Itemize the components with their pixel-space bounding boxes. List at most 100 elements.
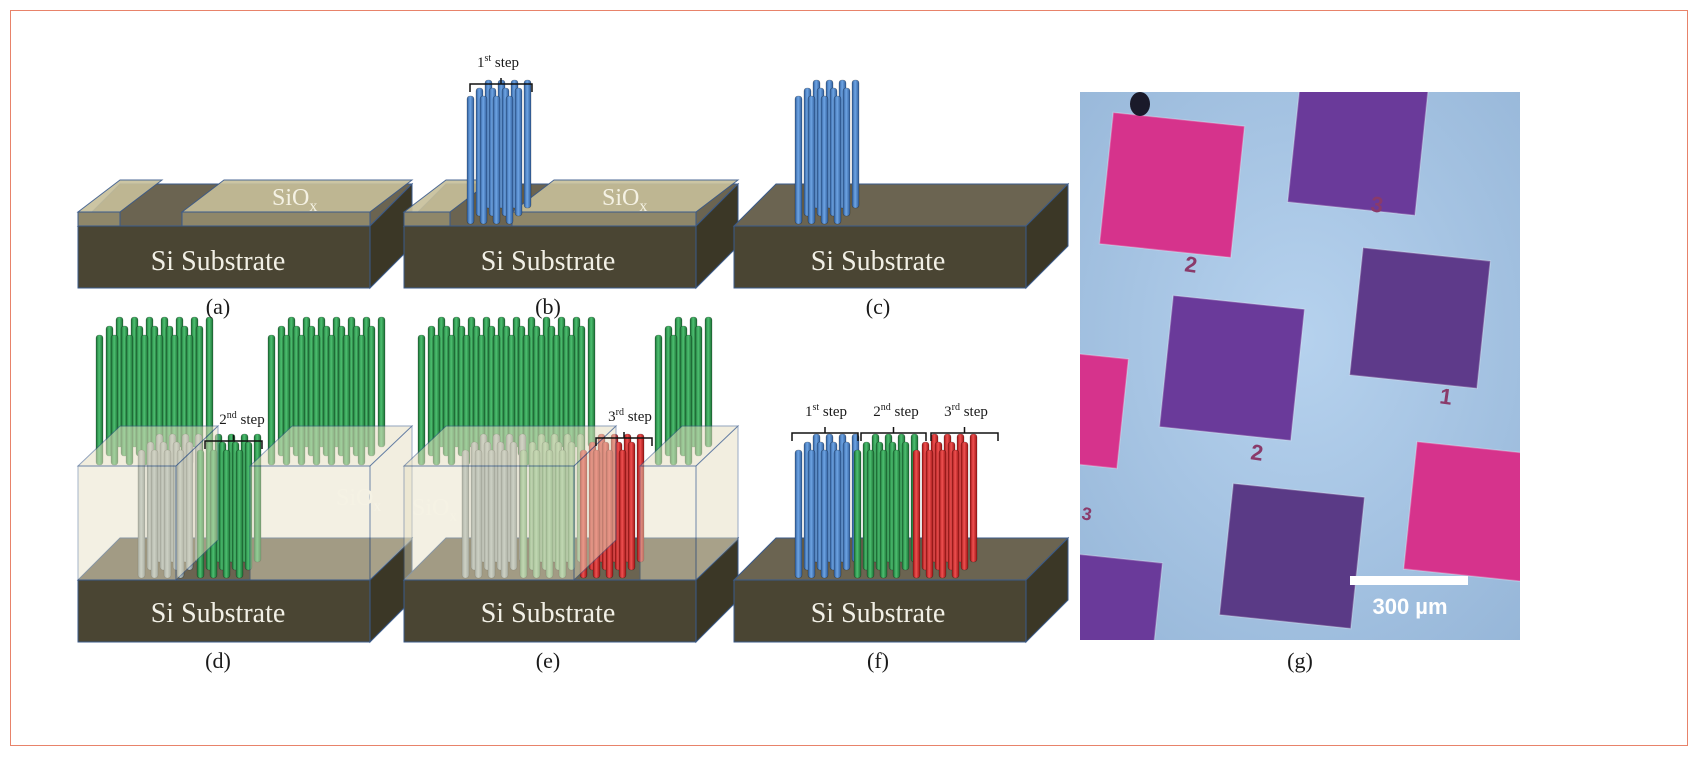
oxide-box-side-d-right bbox=[369, 424, 413, 582]
step-label-f3-num: 3 bbox=[944, 404, 952, 420]
micro-marker-label: 2 bbox=[1249, 439, 1265, 465]
micro-square-purple-2 bbox=[1158, 294, 1306, 442]
panel-label-d: (d) bbox=[205, 648, 231, 673]
bracket-e bbox=[595, 432, 653, 446]
panel-label-c: (c) bbox=[866, 294, 890, 319]
oxide-box-front-e-right bbox=[639, 465, 697, 581]
step-label-f2-sup: nd bbox=[881, 402, 891, 413]
micro-marker-label: 3 bbox=[1080, 503, 1093, 524]
substrate-label-e: Si Substrate bbox=[481, 598, 616, 629]
oxide-box-side-d-left bbox=[175, 424, 219, 582]
nanowire-f-red bbox=[969, 433, 978, 563]
micro-square-pink-2 bbox=[1080, 346, 1130, 470]
step-label-f2-word: step bbox=[891, 404, 919, 420]
substrate-side-f bbox=[1025, 536, 1069, 644]
step-label-b: 1st step bbox=[477, 53, 519, 71]
oxide-front-b-left bbox=[403, 211, 451, 227]
panel-label-a: (a) bbox=[206, 294, 230, 319]
step-label-b-num: 1 bbox=[477, 55, 485, 71]
step-label-e-sup: rd bbox=[616, 407, 624, 418]
oxide-label-d: SiOx bbox=[336, 485, 381, 515]
micro-marker-label: 1 bbox=[1535, 587, 1546, 605]
nanowire-f-blue bbox=[820, 449, 829, 579]
step-label-f1-num: 1 bbox=[805, 404, 813, 420]
oxide-label-a: SiOx bbox=[272, 185, 317, 215]
step-label-b-word: step bbox=[491, 55, 519, 71]
substrate-label-a: Si Substrate bbox=[151, 246, 286, 277]
substrate-top-c bbox=[732, 183, 1070, 227]
oxide-label-b: SiOx bbox=[602, 185, 647, 215]
substrate-label-d: Si Substrate bbox=[151, 598, 286, 629]
oxide-box-front-e-left bbox=[403, 465, 575, 581]
oxide-label-a-sub: x bbox=[309, 198, 317, 215]
nanowire-f-red bbox=[951, 449, 960, 579]
nanowire-e-new bbox=[618, 449, 627, 579]
micro-dust-spot bbox=[1130, 92, 1150, 116]
micro-square-purple-1 bbox=[1286, 92, 1430, 217]
nanowire-f-green bbox=[901, 441, 910, 571]
oxide-label-e-main: SiO bbox=[412, 495, 449, 521]
step-label-f2: 2nd step bbox=[873, 402, 918, 420]
bracket-d bbox=[204, 435, 263, 449]
nanowire-e-left bbox=[417, 334, 426, 466]
nanowire-b bbox=[466, 95, 475, 225]
substrate-label-c: Si Substrate bbox=[811, 246, 946, 277]
nanowire-f-green bbox=[866, 449, 875, 579]
nanowire-c bbox=[851, 79, 860, 209]
nanowire-f-blue bbox=[833, 449, 842, 579]
step-label-f2-num: 2 bbox=[873, 404, 881, 420]
step-label-f1-sup: st bbox=[812, 402, 819, 413]
scale-bar bbox=[1350, 576, 1468, 585]
nanowire-c bbox=[833, 95, 842, 225]
step-brackets bbox=[204, 78, 999, 449]
nanowire-f-red bbox=[912, 449, 921, 579]
oxide-front-a-left bbox=[77, 211, 121, 227]
nanowire-f-green bbox=[892, 449, 901, 579]
step-label-d-num: 2 bbox=[219, 412, 227, 428]
step-label-b-sup: st bbox=[484, 53, 491, 64]
oxide-label-a-main: SiO bbox=[272, 185, 309, 211]
step-label-d: 2nd step bbox=[219, 410, 264, 428]
step-label-f1: 1st step bbox=[805, 402, 847, 420]
micro-marker-label: 2 bbox=[1183, 251, 1199, 277]
nanowire-f-green bbox=[879, 449, 888, 579]
micro-square-purple-5 bbox=[1080, 550, 1164, 640]
bracket-f2 bbox=[860, 427, 927, 441]
nanowire-b bbox=[505, 95, 514, 225]
step-label-d-word: step bbox=[237, 412, 265, 428]
nanowire-e-new bbox=[627, 441, 636, 571]
oxide-label-b-sub: x bbox=[639, 198, 647, 215]
panel-label-b: (b) bbox=[535, 294, 561, 319]
nanowire-b bbox=[514, 87, 523, 217]
nanowire-f-red bbox=[925, 449, 934, 579]
step-label-f1-word: step bbox=[819, 404, 847, 420]
micro-marker-label: 1 bbox=[1438, 383, 1454, 409]
nanowire-c bbox=[807, 95, 816, 225]
oxide-label-e-sub: x bbox=[449, 508, 457, 525]
nanowire-b bbox=[523, 79, 532, 209]
oxide-box-front-d-right bbox=[249, 465, 371, 581]
step-label-f3-sup: rd bbox=[952, 402, 960, 413]
scale-bar-label: 300 µm bbox=[1372, 594, 1447, 619]
substrate-label-b: Si Substrate bbox=[481, 246, 616, 277]
nanowire-f-green bbox=[853, 449, 862, 579]
nanowire-f-red bbox=[960, 441, 969, 571]
bracket-f1 bbox=[791, 427, 859, 441]
bracket-b bbox=[469, 78, 533, 92]
nanowire-f-red bbox=[938, 449, 947, 579]
figure-frame bbox=[10, 10, 1688, 746]
micro-marker-label: 3 bbox=[1369, 191, 1385, 217]
substrate-side-c bbox=[1025, 182, 1069, 290]
panel-label-g: (g) bbox=[1287, 648, 1313, 673]
step-label-d-sup: nd bbox=[227, 410, 237, 421]
oxide-label-d-sub: x bbox=[373, 498, 381, 515]
nanowire-d-new bbox=[222, 449, 231, 579]
nanowires bbox=[95, 79, 978, 579]
micrograph-panel: 2 3 2 1 3 1 300 µm bbox=[1080, 92, 1546, 640]
step-label-f3-word: step bbox=[960, 404, 988, 420]
nanowire-f-blue bbox=[807, 449, 816, 579]
nanowire-c bbox=[842, 87, 851, 217]
nanowire-c bbox=[794, 95, 803, 225]
oxide-front-b-right bbox=[511, 211, 697, 227]
